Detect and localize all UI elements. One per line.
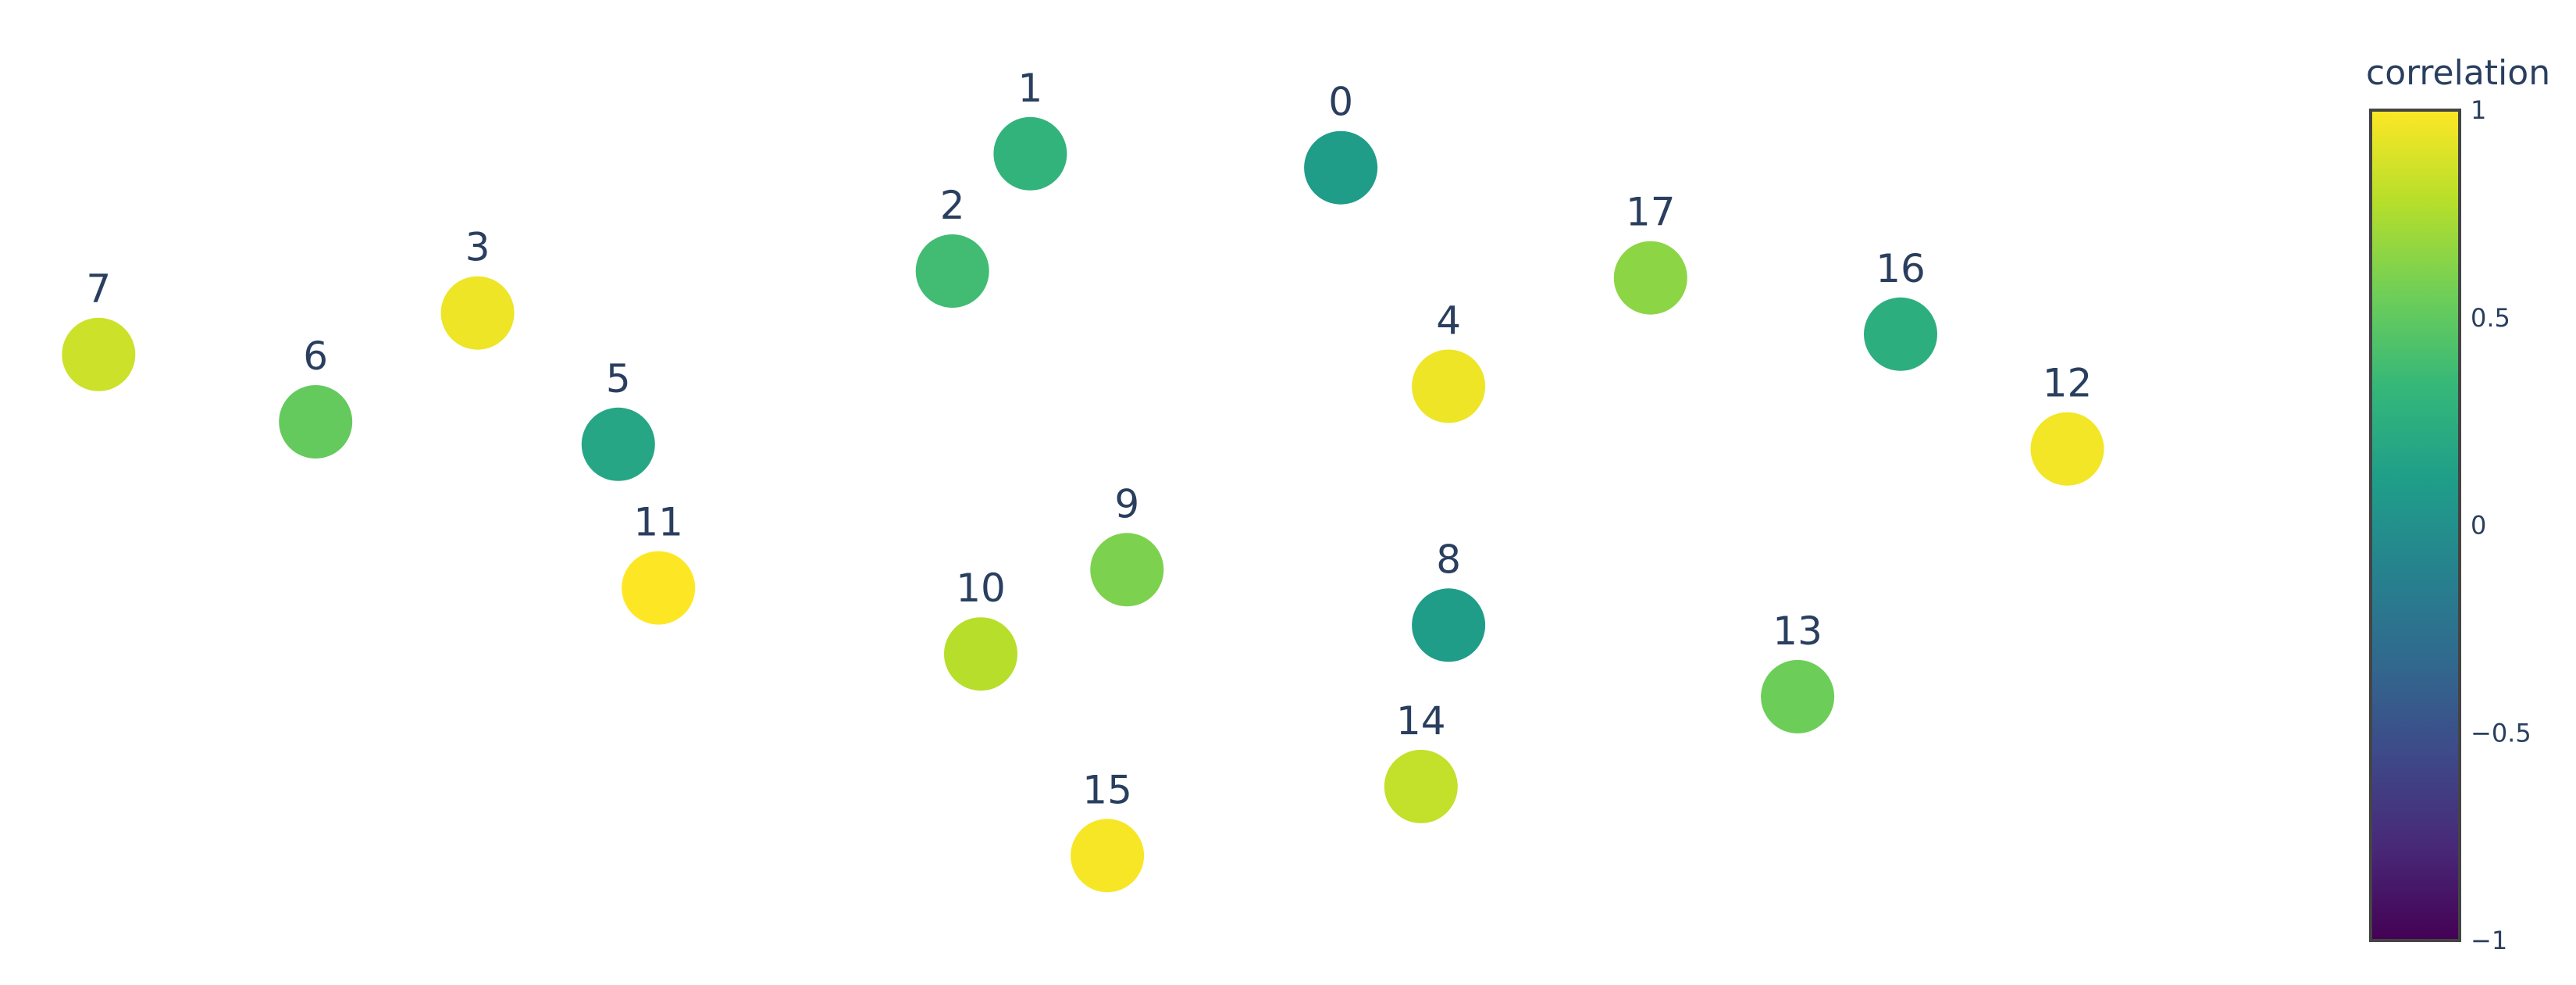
node-marker[interactable] — [2030, 412, 2104, 486]
node-label: 16 — [1876, 246, 1926, 291]
node-10[interactable]: 10 — [944, 566, 1017, 691]
node-label: 6 — [303, 334, 328, 379]
colorbar-ticks: 1 0.5 0 −0.5 −1 — [2471, 95, 2531, 955]
node-17[interactable]: 17 — [1613, 190, 1687, 315]
colorbar-tick-label: −0.5 — [2471, 718, 2531, 748]
colorbar-tick-label: 0 — [2471, 511, 2486, 541]
node-marker[interactable] — [1613, 241, 1687, 315]
node-13[interactable]: 13 — [1761, 608, 1835, 733]
node-label: 11 — [633, 500, 683, 545]
node-11[interactable]: 11 — [622, 500, 696, 625]
node-5[interactable]: 5 — [581, 356, 655, 481]
node-1[interactable]: 1 — [993, 66, 1067, 191]
node-marker[interactable] — [1384, 749, 1458, 823]
node-14[interactable]: 14 — [1384, 698, 1458, 823]
node-6[interactable]: 6 — [279, 334, 353, 459]
node-label: 10 — [956, 566, 1006, 611]
colorbar: correlation 1 0.5 0 −0.5 −1 — [2366, 53, 2550, 955]
node-marker[interactable] — [1090, 533, 1164, 607]
node-15[interactable]: 15 — [1071, 767, 1145, 893]
node-label: 1 — [1017, 66, 1042, 111]
node-marker[interactable] — [1412, 349, 1486, 423]
node-marker[interactable] — [62, 317, 136, 391]
node-8[interactable]: 8 — [1412, 537, 1486, 662]
node-label: 0 — [1328, 80, 1353, 125]
node-label: 17 — [1626, 190, 1676, 235]
node-marker[interactable] — [1071, 819, 1145, 893]
node-label: 13 — [1773, 608, 1822, 654]
node-label: 7 — [86, 266, 111, 312]
node-label: 3 — [465, 225, 490, 270]
node-marker[interactable] — [993, 116, 1067, 191]
node-marker[interactable] — [440, 276, 515, 350]
node-2[interactable]: 2 — [915, 183, 989, 308]
node-marker[interactable] — [279, 385, 353, 459]
node-marker[interactable] — [915, 234, 989, 308]
node-marker[interactable] — [581, 407, 655, 481]
node-7[interactable]: 7 — [62, 266, 136, 391]
colorbar-tick-label: −1 — [2471, 926, 2507, 955]
colorbar-tick-label: 1 — [2471, 95, 2486, 125]
node-12[interactable]: 12 — [2030, 361, 2104, 486]
node-marker[interactable] — [1761, 659, 1835, 733]
node-marker[interactable] — [1412, 588, 1486, 662]
node-label: 5 — [606, 356, 631, 401]
node-4[interactable]: 4 — [1412, 298, 1486, 423]
node-0[interactable]: 0 — [1304, 80, 1378, 205]
node-label: 15 — [1082, 767, 1132, 812]
node-label: 14 — [1396, 698, 1446, 744]
node-label: 2 — [940, 183, 965, 228]
node-16[interactable]: 16 — [1864, 246, 1937, 371]
node-marker[interactable] — [944, 617, 1017, 691]
node-marker[interactable] — [1304, 130, 1378, 205]
node-marker[interactable] — [1864, 297, 1937, 371]
colorbar-title: correlation — [2366, 53, 2550, 93]
node-label: 12 — [2043, 361, 2093, 406]
node-label: 9 — [1114, 481, 1139, 526]
colorbar-tick-label: 0.5 — [2471, 303, 2510, 333]
node-9[interactable]: 9 — [1090, 481, 1164, 607]
node-label: 4 — [1436, 298, 1461, 344]
node-3[interactable]: 3 — [440, 225, 515, 350]
node-label: 8 — [1436, 537, 1461, 582]
node-marker[interactable] — [622, 551, 696, 625]
colorbar-gradient — [2369, 109, 2461, 942]
